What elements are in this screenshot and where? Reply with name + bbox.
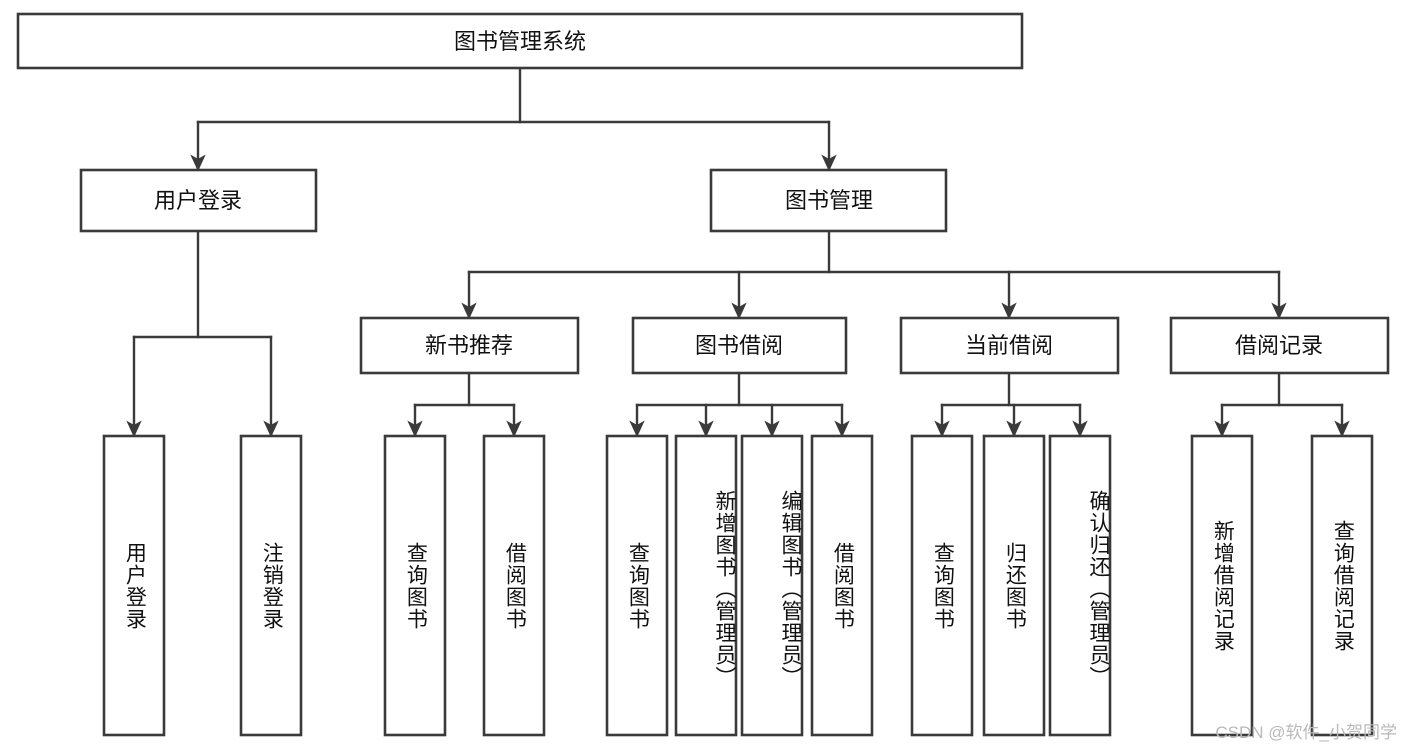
node-borrow-record-label: 借阅记录 bbox=[1235, 333, 1323, 358]
node-book-manage-box[interactable] bbox=[709, 168, 948, 233]
leaf-return-book-box[interactable] bbox=[982, 434, 1046, 737]
connector-group-user-login-leaves bbox=[126, 229, 279, 438]
node-root-label: 图书管理系统 bbox=[454, 29, 586, 54]
leaf-query-book-bb-box[interactable] bbox=[605, 434, 669, 737]
leaf-edit-book-admin-box[interactable] bbox=[740, 434, 804, 737]
node-root[interactable]: 图书管理系统 bbox=[16, 12, 1024, 70]
node-book-borrow[interactable]: 图书借阅 bbox=[631, 316, 848, 375]
connector-group-book-borrow-leaves bbox=[629, 371, 850, 438]
leaf-user-logout-box[interactable] bbox=[239, 434, 303, 737]
node-borrow-record-box[interactable] bbox=[1169, 316, 1390, 375]
leaf-borrow-book-rec-box[interactable] bbox=[482, 434, 546, 737]
node-root-box[interactable] bbox=[16, 12, 1024, 70]
node-book-borrow-label: 图书借阅 bbox=[695, 333, 783, 358]
leaf-query-book-cb-box[interactable] bbox=[910, 434, 974, 737]
node-current-borrow-box[interactable] bbox=[899, 316, 1120, 375]
node-user-login-label: 用户登录 bbox=[154, 188, 242, 213]
leaf-borrow-book-bb-box[interactable] bbox=[810, 434, 874, 737]
leaf-confirm-return-admin-box[interactable] bbox=[1048, 434, 1112, 737]
node-book-manage[interactable]: 图书管理 bbox=[709, 168, 948, 233]
node-book-borrow-box[interactable] bbox=[631, 316, 848, 375]
connector-group-root-to-level2 bbox=[190, 66, 837, 172]
node-user-login[interactable]: 用户登录 bbox=[79, 168, 318, 233]
node-current-borrow-label: 当前借阅 bbox=[965, 333, 1053, 358]
connector-group-borrow-record-leaves bbox=[1214, 371, 1350, 438]
leaf-query-book-rec-box[interactable] bbox=[383, 434, 447, 737]
node-new-book-recommend[interactable]: 新书推荐 bbox=[359, 316, 580, 375]
leaf-add-borrow-record-box[interactable] bbox=[1190, 434, 1254, 737]
leaf-query-borrow-record-box[interactable] bbox=[1310, 434, 1374, 737]
leaf-user-login-box[interactable] bbox=[102, 434, 166, 737]
node-borrow-record[interactable]: 借阅记录 bbox=[1169, 316, 1390, 375]
node-new-book-recommend-label: 新书推荐 bbox=[425, 333, 513, 358]
node-book-manage-label: 图书管理 bbox=[785, 188, 873, 213]
connector-group-new-book-recommend-leaves bbox=[407, 371, 522, 438]
node-new-book-recommend-box[interactable] bbox=[359, 316, 580, 375]
node-user-login-box[interactable] bbox=[79, 168, 318, 233]
node-current-borrow[interactable]: 当前借阅 bbox=[899, 316, 1120, 375]
connector-group-book-manage-to-level3 bbox=[461, 229, 1287, 320]
csdn-watermark: CSDN @软件_小贺同学 bbox=[1215, 723, 1397, 742]
leaf-boxes-group bbox=[102, 434, 1374, 737]
leaf-add-book-admin-box[interactable] bbox=[674, 434, 738, 737]
connector-group-current-borrow-leaves bbox=[934, 371, 1088, 438]
